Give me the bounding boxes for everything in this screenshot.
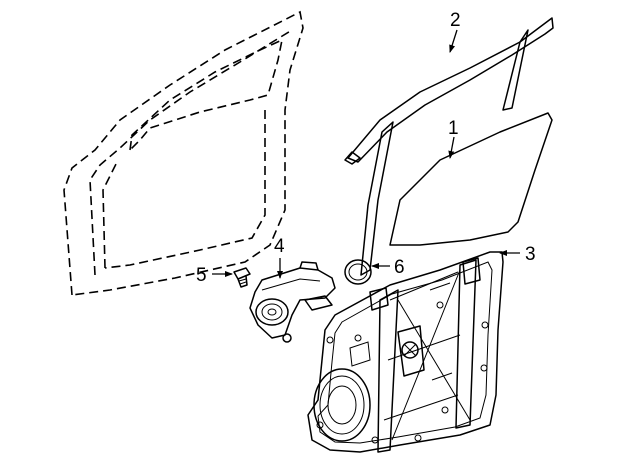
door-shell-outline [63, 10, 304, 296]
bolt [233, 267, 251, 288]
callout-4: 4 [274, 236, 285, 257]
regulator-carrier-panel [307, 251, 504, 453]
door-glass [389, 112, 553, 246]
callout-1: 1 [448, 118, 459, 139]
window-motor [249, 261, 336, 343]
leader-2 [449, 29, 458, 53]
callout-5: 5 [196, 265, 207, 286]
grommet-ring [344, 259, 372, 285]
leader-1 [448, 136, 455, 159]
callout-2: 2 [450, 10, 461, 31]
glass-run-channel [344, 17, 554, 276]
callout-3: 3 [525, 244, 536, 265]
callout-6: 6 [394, 257, 405, 278]
